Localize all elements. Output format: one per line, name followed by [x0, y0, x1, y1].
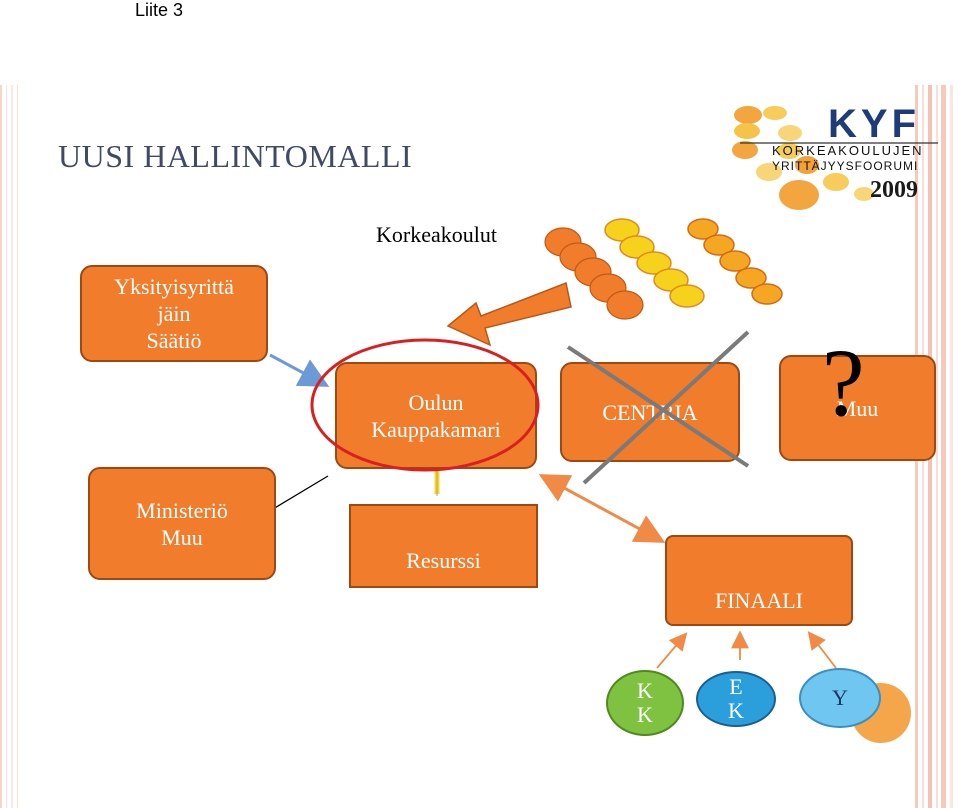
node-ministerio: Ministeriö Muu: [88, 467, 276, 580]
node-oulun-label: Oulun Kauppakamari: [371, 389, 501, 442]
node-yksityisyrittajain-label: Yksityisyrittä jäin Säätiö: [114, 274, 234, 353]
node-centria-label: CENTRIA: [602, 399, 698, 425]
appendix-label: Liite 3: [135, 0, 184, 20]
node-kk: K K: [606, 670, 684, 736]
logo-line1: KORKEAKOULUJEN: [772, 143, 924, 158]
korkeakoulut-label: Korkeakoulut: [376, 222, 497, 247]
node-muu: Muu: [779, 355, 936, 461]
node-ek-label: E K: [728, 674, 744, 723]
logo-year: 2009: [870, 177, 918, 203]
node-y: Y: [799, 668, 881, 728]
node-finaali: FINAALI: [665, 535, 853, 626]
node-y-label: Y: [832, 685, 848, 710]
logo-line2: YRITTÄJYYSFOORUMI: [772, 159, 919, 173]
node-resurssi: Resurssi: [349, 504, 538, 588]
node-muu-label: Muu: [836, 395, 879, 421]
node-oulun-kauppakamari: Oulun Kauppakamari: [335, 362, 537, 469]
question-mark: ?: [822, 329, 865, 436]
node-resurssi-label: Resurssi: [406, 547, 481, 573]
node-yksityisyrittajain: Yksityisyrittä jäin Säätiö: [80, 265, 268, 362]
slide-title: UUSI HALLINTOMALLI: [58, 138, 413, 174]
logo-brand: KYF: [828, 102, 920, 146]
node-finaali-label: FINAALI: [715, 588, 803, 613]
node-centria: CENTRIA: [560, 362, 740, 462]
node-ministerio-label: Ministeriö Muu: [136, 497, 228, 550]
node-kk-label: K K: [637, 678, 653, 727]
node-ek: E K: [696, 671, 776, 727]
